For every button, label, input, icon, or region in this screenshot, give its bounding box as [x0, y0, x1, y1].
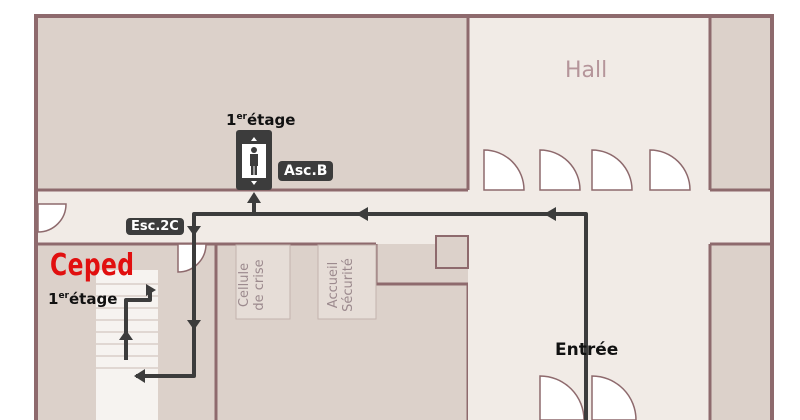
route-arrow-icon	[119, 192, 556, 383]
floor-label-top: 1erétage	[226, 111, 296, 129]
hall-label: Hall	[565, 58, 608, 83]
elevator-icon	[242, 137, 266, 185]
entrance-corridor	[468, 244, 710, 420]
room-accueil-securite	[317, 244, 377, 320]
stairs-label: Esc.2C	[126, 218, 184, 235]
corridor	[38, 190, 770, 244]
elevator-label: Asc.B	[278, 161, 334, 181]
floor-label-left: 1erétage	[48, 290, 118, 308]
pillar	[435, 235, 469, 269]
entrance-label: Entrée	[555, 340, 619, 360]
door-icon	[37, 149, 691, 420]
room-cellule-de-crise	[235, 244, 291, 320]
ceped-label: Ceped	[50, 248, 135, 283]
